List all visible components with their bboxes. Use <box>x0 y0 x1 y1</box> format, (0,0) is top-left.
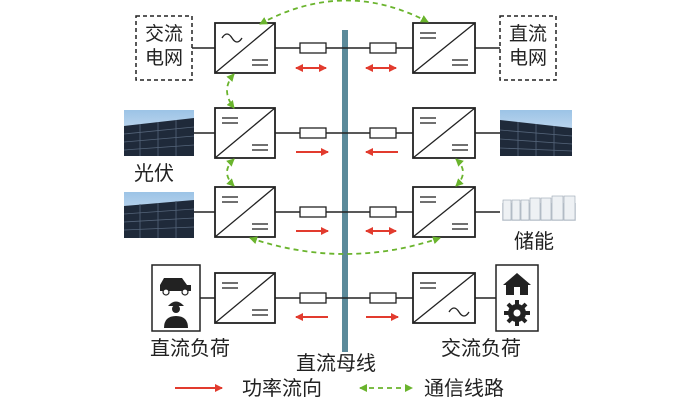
filter-left-4 <box>299 292 327 304</box>
label-ac-load: 交流负荷 <box>441 336 521 360</box>
label-dc-grid: 直流电网 <box>508 23 547 69</box>
row-pv-2-right <box>345 107 573 159</box>
row-storage <box>345 186 576 238</box>
row-ac-load <box>345 264 539 332</box>
label-dc-load: 直流负荷 <box>150 336 230 360</box>
converter-dc-dc-left-4 <box>214 272 276 324</box>
converter-dc-dc-right-3 <box>412 186 476 238</box>
dc-bus-bar <box>342 30 348 352</box>
dc-grid-box <box>499 15 557 81</box>
solar-panel-image-3 <box>123 192 195 238</box>
dc-load-icon-box <box>151 264 201 332</box>
ac-load-icon-box <box>495 264 539 332</box>
filter-right-1 <box>369 42 397 54</box>
solar-panel-image-2 <box>499 110 573 156</box>
worker-icon <box>164 301 188 328</box>
filter-right-4 <box>369 292 397 304</box>
solar-panel-image-1 <box>123 110 195 156</box>
row-ac-grid <box>135 15 345 81</box>
comm-line-left-2-3 <box>226 158 235 187</box>
converter-dc-dc-right-1 <box>412 22 476 74</box>
row-pv-3 <box>123 186 345 238</box>
converter-dc-dc-right-2 <box>412 107 476 159</box>
filter-right-3 <box>369 206 397 218</box>
label-pv: 光伏 <box>134 161 174 185</box>
car-icon <box>160 278 191 296</box>
converter-dc-dc-left-2 <box>214 107 276 159</box>
converter-dc-dc-left-3 <box>214 186 276 238</box>
label-dc-bus: 直流母线 <box>296 351 376 375</box>
filter-left-2 <box>299 127 327 139</box>
row-dc-load <box>151 264 345 332</box>
legend-power-flow-label: 功率流向 <box>242 376 322 400</box>
comm-line-right-2-3 <box>455 158 464 187</box>
filter-left-1 <box>299 42 327 54</box>
comm-line-top <box>259 0 429 25</box>
converter-ac-dc-left-1 <box>214 22 276 74</box>
communication-lines <box>226 0 464 255</box>
gear-icon <box>504 300 530 326</box>
row-pv-1 <box>123 107 345 159</box>
converter-dc-ac-right-4 <box>412 272 476 324</box>
label-ac-grid: 交流电网 <box>144 23 183 69</box>
home-icon <box>503 273 531 295</box>
label-storage: 储能 <box>514 229 554 253</box>
row-dc-grid <box>345 15 557 81</box>
filter-left-3 <box>299 206 327 218</box>
filter-right-2 <box>369 127 397 139</box>
battery-storage-image <box>502 195 576 221</box>
legend-comm-line-label: 通信线路 <box>424 376 504 400</box>
comm-line-left-1-2 <box>226 73 235 109</box>
